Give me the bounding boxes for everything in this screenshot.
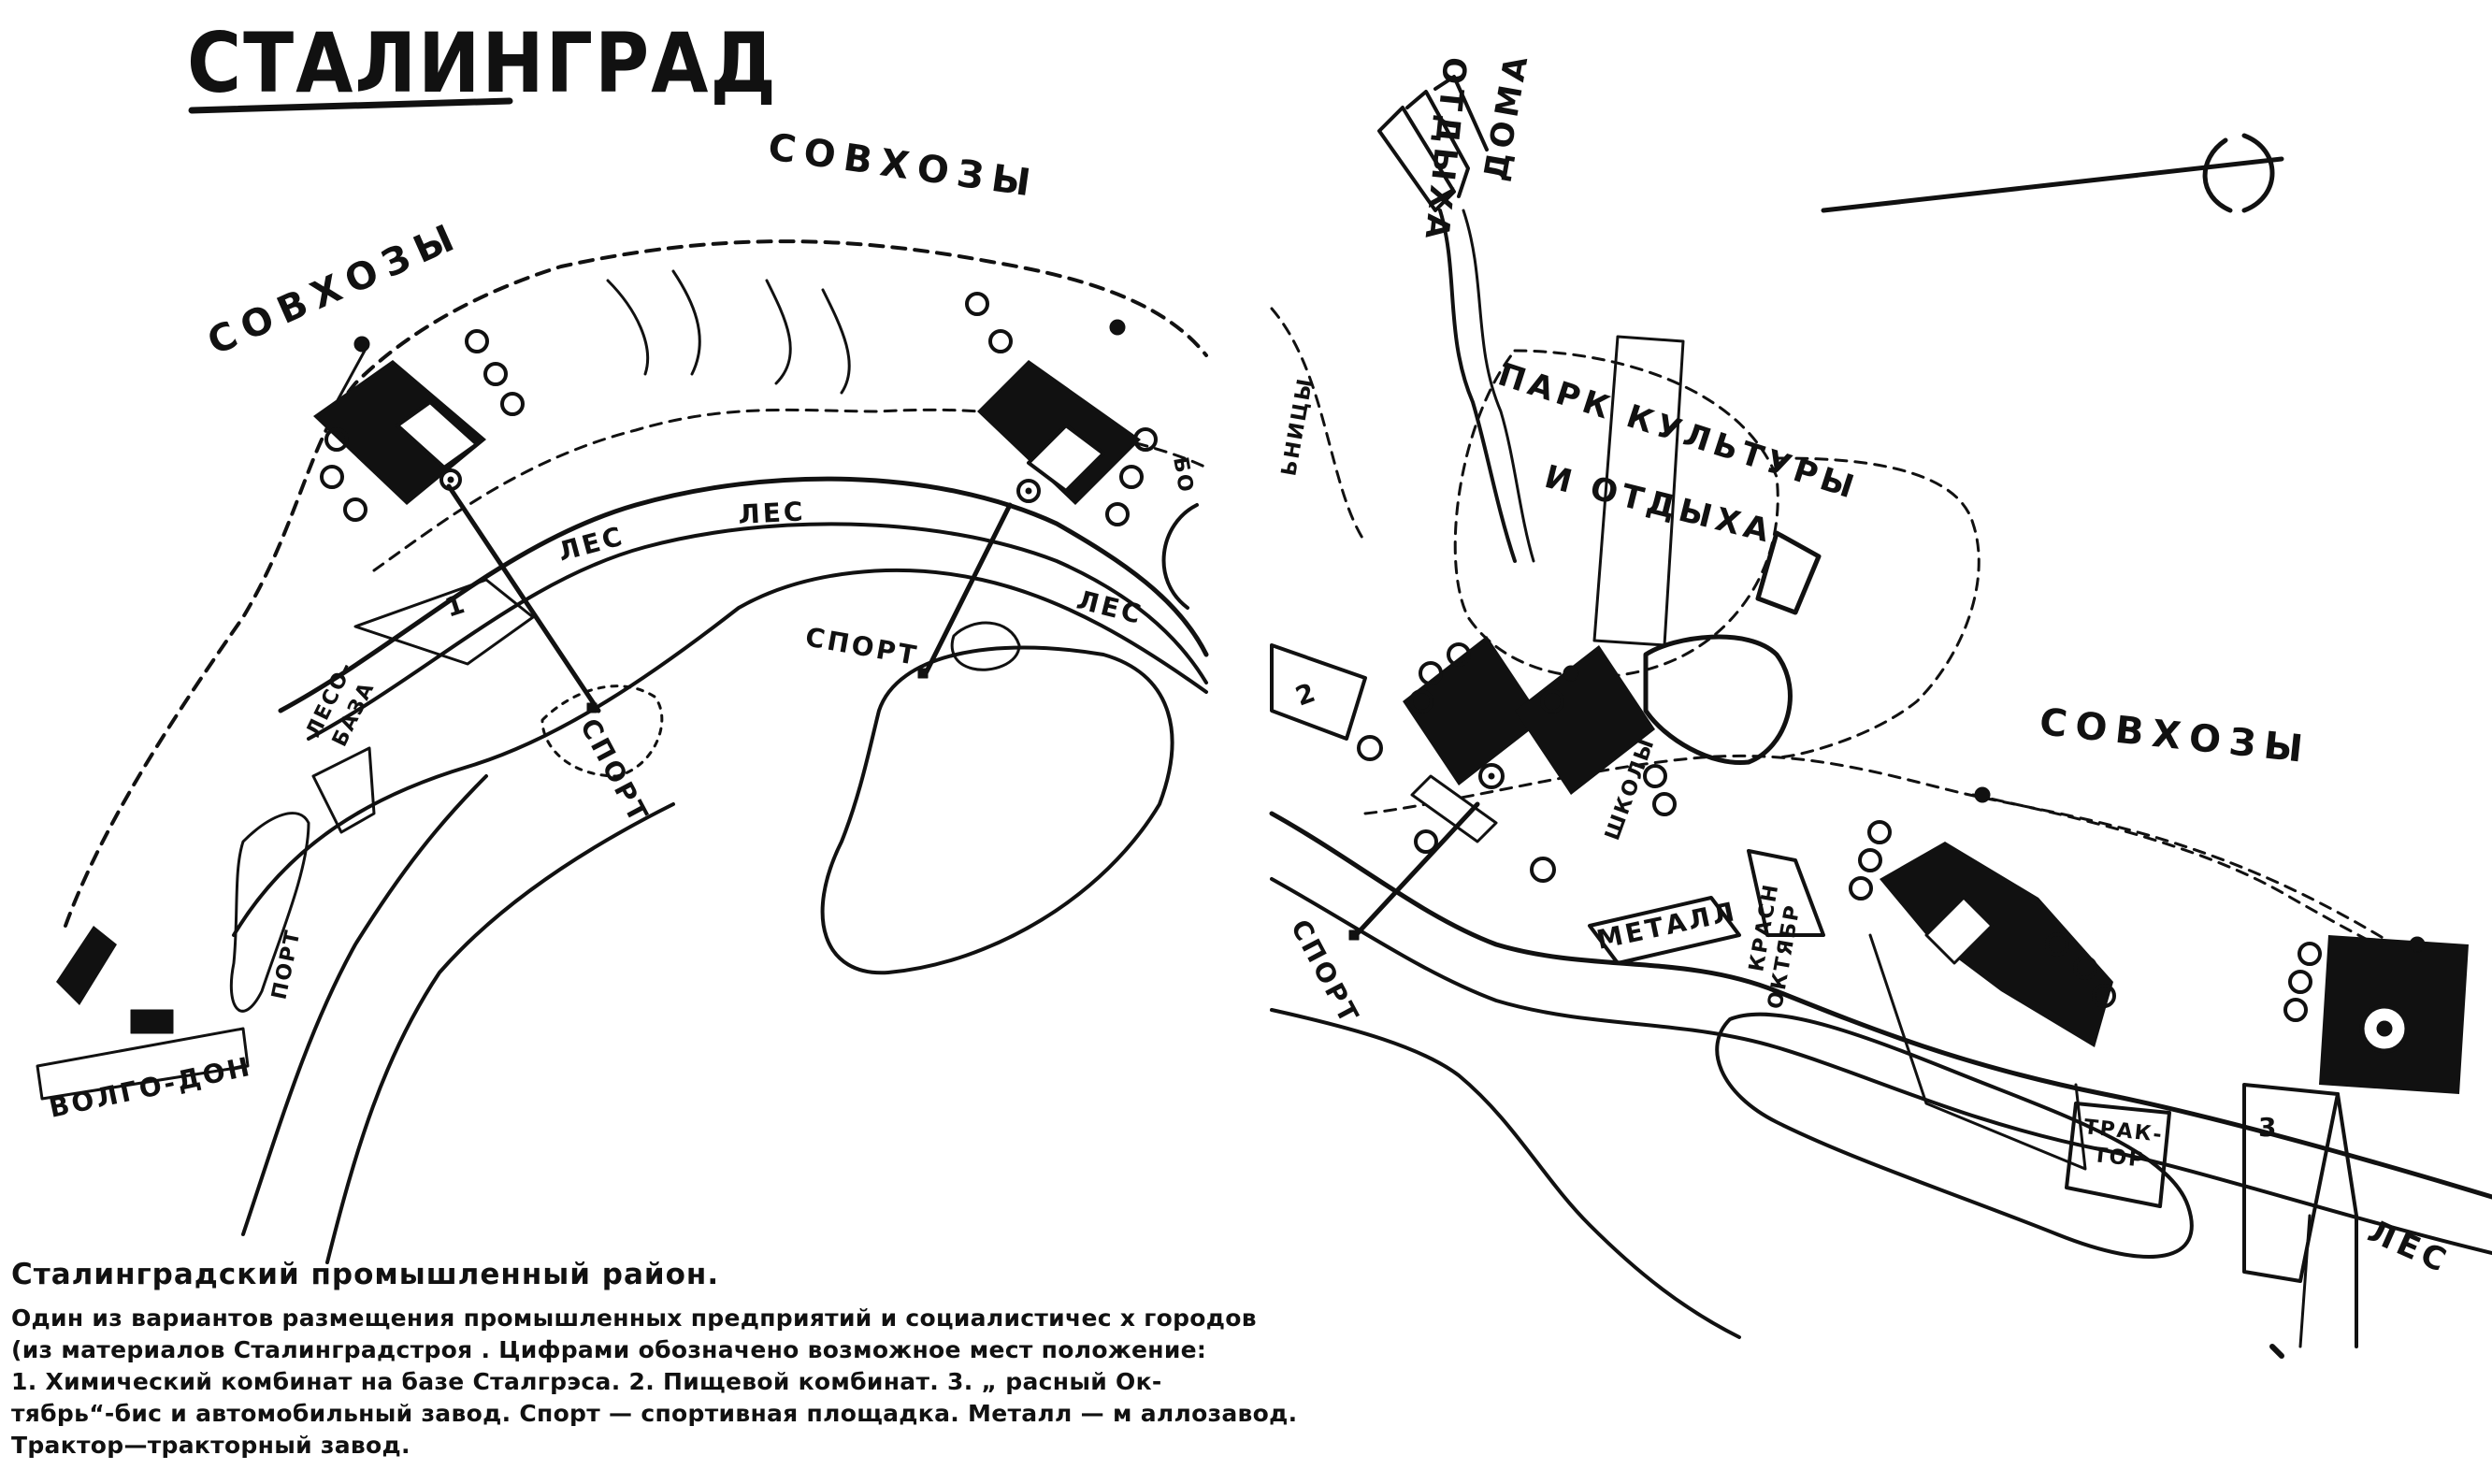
volgo-don-block: [130, 1009, 174, 1034]
caption-line-2: (из материалов Сталинградстроя . Цифрами…: [11, 1336, 1207, 1363]
river-island-right: [1715, 1012, 2194, 1259]
label-sport-1: СПОРТ: [574, 713, 655, 829]
label-park-2: И ОТДЫХА: [1541, 458, 1778, 551]
label-traktor-1: ТРАК-: [2082, 1116, 2164, 1147]
caption-body: Один из вариантов размещения промышленны…: [11, 1303, 1414, 1462]
label-les-2: ЛЕС: [738, 496, 807, 530]
map-caption: Сталинградский промышленный район. Один …: [11, 1258, 1414, 1462]
area-1: [353, 578, 535, 666]
right-map-panel: ОТДЫХА ДОМА ПАРК КУЛЬТУРЫ И ОТДЫХА СОВХО…: [1269, 49, 2492, 1359]
label-doma-otdykha-1: ДОМА: [1476, 49, 1536, 183]
river-bank-south: [232, 569, 1208, 937]
label-num-3: 3: [2258, 1112, 2279, 1143]
sovkhozy-boundary: [1775, 456, 1981, 759]
volgo-don-building: [56, 926, 117, 1005]
boundary-dashed-outer: [64, 239, 1208, 928]
river-south-bank-right: [1270, 1008, 1741, 1339]
river-bank-north: [278, 476, 1209, 713]
label-traktor-2: ТОР: [2092, 1144, 2146, 1173]
park-pad-2: [1643, 634, 1793, 766]
label-port: ПОРТ: [267, 927, 305, 1001]
label-sport-2: СПОРТ: [803, 621, 921, 671]
left-map-panel: СТАЛИНГРАД: [36, 15, 1209, 1264]
sport-road-2: [923, 502, 1013, 676]
volgo-don-canal: [36, 1027, 250, 1101]
red-october-building-1: [1403, 636, 1543, 785]
label-volgo-don: ВОЛГО-ДОН: [47, 1051, 255, 1124]
sport-field-1: [540, 684, 664, 778]
food-combine-center: [1016, 479, 1041, 503]
caption-line-4: тябрь“-бис и автомобильный завод. Спорт …: [11, 1400, 1298, 1427]
river-bank-southwest-2: [325, 802, 675, 1264]
caption-line-5: Трактор—тракторный завод.: [11, 1432, 411, 1459]
forest-ravines: [606, 269, 851, 395]
label-metall: МЕТАЛЛ: [1594, 896, 1740, 956]
map-title: СТАЛИНГРАД: [187, 15, 778, 111]
label-les-1: ЛЕС: [555, 520, 627, 567]
label-sovkhozy-left: СОВХОЗЫ: [201, 214, 468, 365]
label-num-2: 2: [1291, 676, 1321, 713]
caption-line-3: 1. Химический комбинат на базе Сталгрэса…: [11, 1368, 1162, 1395]
label-sovkhozy-top: СОВХОЗЫ: [766, 125, 1042, 206]
sport-field-2: [950, 621, 1021, 671]
area-2: [1270, 643, 1367, 741]
rest-houses-1: [1377, 106, 1456, 212]
caption-line-1: Один из вариантов размещения промышленны…: [11, 1304, 1257, 1332]
north-arrow-symbol: [2202, 133, 2275, 213]
caption-title: Сталинградский промышленный район.: [11, 1258, 720, 1291]
river-bank-north-2: [307, 522, 1208, 741]
stream: [1438, 209, 1517, 563]
sport-road-1: [446, 483, 601, 713]
sport-road-3: [1353, 801, 1480, 938]
label-sovkhozy-right: СОВХОЗЫ: [2038, 700, 2313, 771]
chemical-combine-dot: [447, 476, 454, 483]
label-bol-fragment: ЬНИЦЫ: [1277, 376, 1318, 479]
boundary-east: [1363, 754, 2396, 946]
chemical-combine-courtyard: [396, 400, 479, 469]
park-boundary: [1453, 349, 1779, 679]
north-arrow-line: [1821, 156, 2284, 213]
label-bo-fragment: БО: [1168, 455, 1197, 496]
red-october-building-2: [1515, 645, 1655, 795]
label-les-3: ЛЕС: [1073, 584, 1146, 630]
tractor-area: [2065, 1102, 2171, 1208]
metall-area: [1588, 896, 1741, 965]
tractor-plant-building: [1880, 842, 2113, 1047]
river-island: [820, 645, 1174, 975]
red-october-center: [1478, 763, 1505, 789]
river-bank-southwest: [241, 774, 488, 1236]
port-island: [229, 812, 310, 1013]
title-underline: [188, 97, 513, 114]
river-north-bank-right: [1269, 811, 2492, 1200]
food-combine-courtyard: [1027, 424, 1105, 493]
area-3: [2242, 1083, 2340, 1283]
label-num-1: 1: [441, 587, 471, 623]
lesobaza-area: [311, 746, 376, 834]
label-les-4: ЛЕС: [2362, 1213, 2456, 1282]
park-pad-1: [1755, 530, 1822, 615]
